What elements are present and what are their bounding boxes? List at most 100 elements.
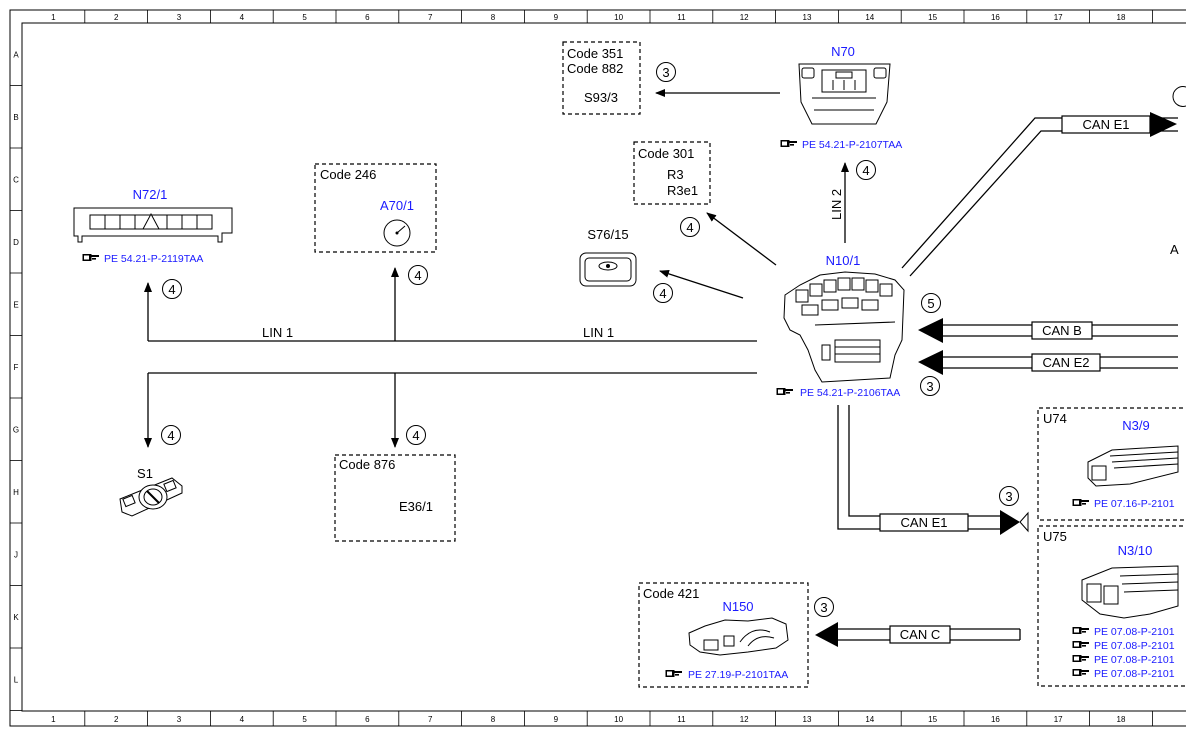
n70-ref[interactable]: PE 54.21-P-2107TAA xyxy=(802,139,902,151)
n3-10-ref-3[interactable]: PE 07.08-P-2101 xyxy=(1094,654,1175,666)
grid-column-label: 18 xyxy=(1117,715,1126,724)
grid-column-label: 6 xyxy=(365,715,370,724)
grid-column-label: 11 xyxy=(677,13,686,22)
circle-label: 4 xyxy=(414,268,421,283)
reference-hand-icon xyxy=(1072,627,1089,634)
s76-15-name: S76/15 xyxy=(587,227,628,242)
can-b-label: CAN B xyxy=(1042,323,1082,338)
n72-1-component[interactable]: N72/1 PE 54.21-P-2119TAA xyxy=(73,187,233,265)
code-351-code2: Code 882 xyxy=(567,61,623,76)
reference-hand-icon xyxy=(780,140,797,147)
n3-10-ref-1[interactable]: PE 07.08-P-2101 xyxy=(1094,626,1175,638)
a70-1-code: Code 246 xyxy=(320,167,376,182)
circle-label: 3 xyxy=(662,65,669,80)
grid-column-label: 4 xyxy=(240,715,245,724)
grid-column-label: 10 xyxy=(614,13,623,22)
n3-9-ref[interactable]: PE 07.16-P-2101 xyxy=(1094,498,1175,510)
hazard-triangle-icon xyxy=(142,212,160,230)
n150-ref[interactable]: PE 27.19-P-2101TAA xyxy=(688,669,788,681)
code-301-line2: R3e1 xyxy=(667,183,698,198)
reference-hand-icon xyxy=(776,388,793,395)
grid-column-label: 7 xyxy=(428,715,433,724)
u75-label: U75 xyxy=(1043,529,1067,544)
n150-component[interactable]: Code 421 N150 PE 27.19-P-2101TAA xyxy=(638,582,809,688)
lin-bus-wires xyxy=(144,89,849,448)
circle-label: 3 xyxy=(1005,489,1012,504)
grid-column-label: 15 xyxy=(928,715,937,724)
s1-name: S1 xyxy=(137,466,153,481)
can-e1-bottom-label: CAN E1 xyxy=(901,515,948,530)
n3-10-ref-2[interactable]: PE 07.08-P-2101 xyxy=(1094,640,1175,652)
grid-column-label: 10 xyxy=(614,715,623,724)
n3-10-ref-4[interactable]: PE 07.08-P-2101 xyxy=(1094,668,1175,680)
s1-component[interactable]: S1 xyxy=(119,466,183,517)
grid-row-label: F xyxy=(14,363,19,372)
grid-column-label: 8 xyxy=(491,13,496,22)
n72-1-ref[interactable]: PE 54.21-P-2119TAA xyxy=(104,253,203,265)
circle-label: 3 xyxy=(820,600,827,615)
grid-column-label: 6 xyxy=(365,13,370,22)
grid-column-label: 16 xyxy=(991,13,1000,22)
code-351-name: S93/3 xyxy=(584,90,618,105)
code-301-line1: R3 xyxy=(667,167,684,182)
grid-row-label: G xyxy=(13,425,19,434)
circle-label: 4 xyxy=(168,282,175,297)
grid-column-label: 1 xyxy=(51,13,56,22)
n10-1-ref[interactable]: PE 54.21-P-2106TAA xyxy=(800,387,900,399)
reference-hand-icon xyxy=(665,670,682,677)
grid-column-label: 13 xyxy=(803,715,812,724)
n150-code: Code 421 xyxy=(643,586,699,601)
can-e1-top-label: CAN E1 xyxy=(1083,117,1130,132)
grid-column-label: 14 xyxy=(865,13,874,22)
n70-component[interactable]: N70 PE 54.21-P-2107TAA xyxy=(780,44,903,151)
code-876-code: Code 876 xyxy=(339,457,395,472)
grid-column-label: 9 xyxy=(554,13,559,22)
grid-column-label: 13 xyxy=(803,13,812,22)
grid-row-label: B xyxy=(13,113,18,122)
grid-column-label: 18 xyxy=(1117,13,1126,22)
n150-name: N150 xyxy=(722,599,753,614)
grid-row-label: J xyxy=(14,550,18,559)
grid-column-label: 7 xyxy=(428,13,433,22)
code-876-component[interactable]: Code 876 E36/1 xyxy=(334,454,456,542)
grid-row-label: A xyxy=(13,50,19,59)
circle-label: 4 xyxy=(167,428,174,443)
n10-1-component[interactable]: N10/1 PE 54.21-P-2106TAA xyxy=(776,253,905,399)
code-876-name: E36/1 xyxy=(399,499,433,514)
grid-column-label: 17 xyxy=(1054,715,1063,724)
grid-column-label: 3 xyxy=(177,13,182,22)
grid-row-label: C xyxy=(13,175,19,184)
n3-10-name: N3/10 xyxy=(1118,543,1153,558)
code-351-component[interactable]: Code 351 Code 882 S93/3 xyxy=(562,41,641,115)
lin1-left-label: LIN 1 xyxy=(262,325,293,340)
grid-column-label: 8 xyxy=(491,715,496,724)
u74-label: U74 xyxy=(1043,411,1067,426)
n3-9-name: N3/9 xyxy=(1122,418,1149,433)
reference-hand-icon xyxy=(1072,641,1089,648)
u74-group[interactable]: U74 N3/9 PE 07.16-P-2101 xyxy=(1037,407,1186,521)
reference-hand-icon xyxy=(1072,499,1089,506)
can-e1-top-bus xyxy=(901,112,1178,277)
u75-group[interactable]: U75 N3/10 PE 07.08-P-2101 PE 07.08-P-210… xyxy=(1037,525,1186,687)
right-edge-label: A xyxy=(1170,242,1179,257)
can-e2-label: CAN E2 xyxy=(1043,355,1090,370)
grid-column-label: 16 xyxy=(991,715,1000,724)
reference-hand-icon xyxy=(1072,669,1089,676)
grid-row-label: K xyxy=(13,613,19,622)
circle-label: 4 xyxy=(862,163,869,178)
grid-row-label: L xyxy=(14,675,19,684)
grid-column-label: 12 xyxy=(740,715,749,724)
a70-1-component[interactable]: Code 246 A70/1 xyxy=(314,163,437,253)
grid-column-label: 3 xyxy=(177,715,182,724)
grid-column-label: 5 xyxy=(302,13,307,22)
grid-column-label: 17 xyxy=(1054,13,1063,22)
n10-1-name: N10/1 xyxy=(826,253,861,268)
grid-column-label: 9 xyxy=(554,715,559,724)
s76-15-component[interactable]: S76/15 xyxy=(579,227,637,287)
circle-label: 4 xyxy=(412,428,419,443)
code-301-component[interactable]: Code 301 R3 R3e1 xyxy=(633,141,711,205)
reference-circles: 3 4 4 4 4 4 4 4 5 3 3 3 xyxy=(161,62,1186,617)
circle-label: 4 xyxy=(686,220,693,235)
